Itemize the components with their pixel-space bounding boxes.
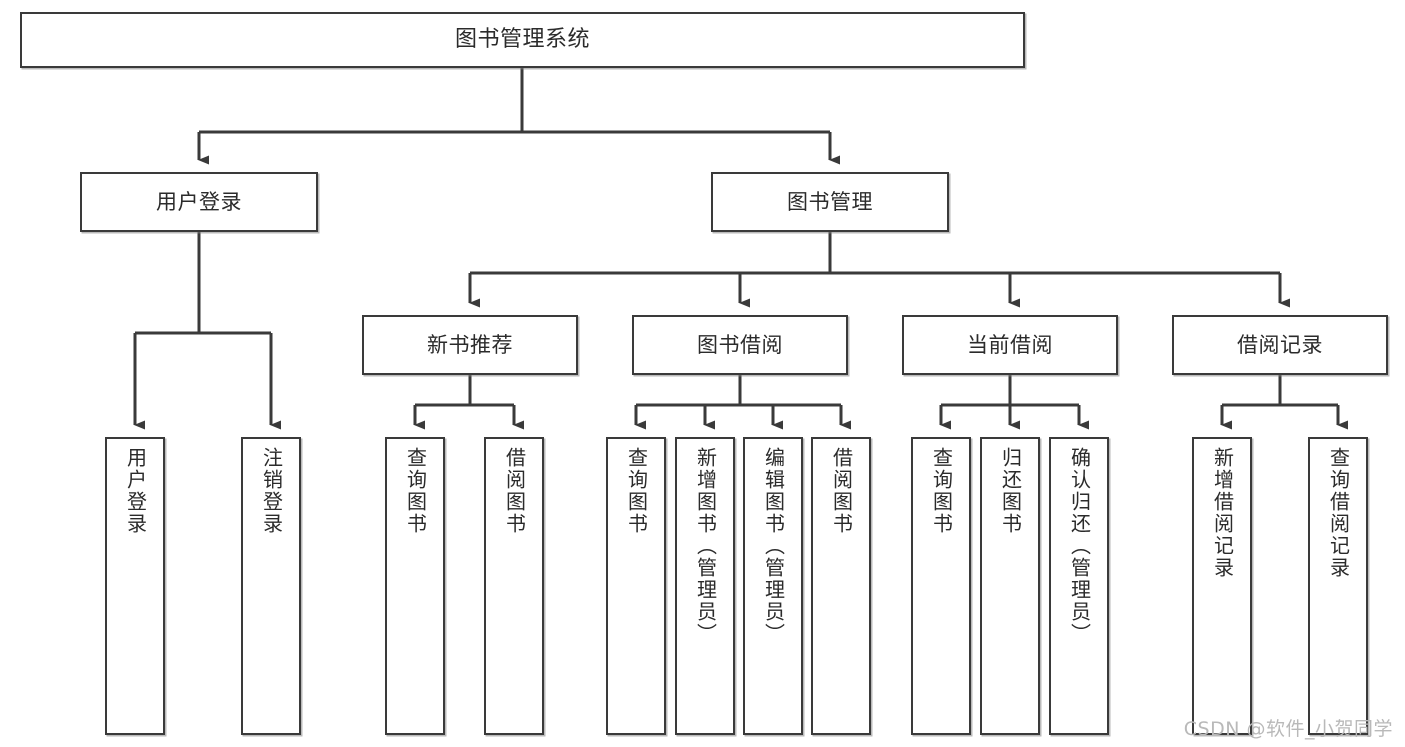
node-user-login[interactable]: 用户登录 bbox=[80, 172, 318, 232]
node-leaf-borrow-book-2[interactable]: 借阅图书 bbox=[811, 437, 871, 735]
node-leaf-borrow-book-2-label: 借阅图书 bbox=[829, 447, 854, 535]
node-leaf-query-book-2-label: 查询图书 bbox=[624, 447, 649, 535]
node-new-book-recommend[interactable]: 新书推荐 bbox=[362, 315, 578, 375]
node-leaf-query-book-1[interactable]: 查询图书 bbox=[385, 437, 445, 735]
node-root-label: 图书管理系统 bbox=[454, 27, 590, 53]
node-book-manage-label: 图书管理 bbox=[787, 189, 873, 214]
node-leaf-add-record[interactable]: 新增借阅记录 bbox=[1192, 437, 1252, 735]
node-leaf-add-book[interactable]: 新增图书（管理员） bbox=[675, 437, 735, 735]
node-book-manage[interactable]: 图书管理 bbox=[711, 172, 949, 232]
node-leaf-user-logout[interactable]: 注销登录 bbox=[241, 437, 301, 735]
node-leaf-query-book-1-label: 查询图书 bbox=[403, 447, 428, 535]
node-leaf-query-record[interactable]: 查询借阅记录 bbox=[1308, 437, 1368, 735]
node-borrow-record-label: 借阅记录 bbox=[1237, 332, 1323, 357]
node-borrow-record[interactable]: 借阅记录 bbox=[1172, 315, 1388, 375]
node-leaf-return-book-label: 归还图书 bbox=[998, 447, 1023, 535]
node-leaf-confirm-return-label: 确认归还（管理员） bbox=[1067, 447, 1092, 645]
node-leaf-confirm-return[interactable]: 确认归还（管理员） bbox=[1049, 437, 1109, 735]
node-root[interactable]: 图书管理系统 bbox=[20, 12, 1025, 68]
node-leaf-edit-book-label: 编辑图书（管理员） bbox=[761, 447, 786, 645]
node-leaf-query-record-label: 查询借阅记录 bbox=[1326, 447, 1351, 579]
node-leaf-return-book[interactable]: 归还图书 bbox=[980, 437, 1040, 735]
node-leaf-borrow-book-1-label: 借阅图书 bbox=[502, 447, 527, 535]
node-current-borrow[interactable]: 当前借阅 bbox=[902, 315, 1118, 375]
node-leaf-add-record-label: 新增借阅记录 bbox=[1210, 447, 1235, 579]
node-leaf-query-book-3[interactable]: 查询图书 bbox=[911, 437, 971, 735]
node-leaf-add-book-label: 新增图书（管理员） bbox=[693, 447, 718, 645]
node-leaf-user-logout-label: 注销登录 bbox=[259, 447, 284, 535]
node-leaf-user-login-label: 用户登录 bbox=[123, 447, 148, 535]
node-leaf-edit-book[interactable]: 编辑图书（管理员） bbox=[743, 437, 803, 735]
node-user-login-label: 用户登录 bbox=[156, 189, 242, 214]
node-new-book-recommend-label: 新书推荐 bbox=[427, 332, 513, 357]
node-leaf-query-book-2[interactable]: 查询图书 bbox=[606, 437, 666, 735]
node-book-borrow-label: 图书借阅 bbox=[697, 332, 783, 357]
node-leaf-query-book-3-label: 查询图书 bbox=[929, 447, 954, 535]
node-book-borrow[interactable]: 图书借阅 bbox=[632, 315, 848, 375]
node-leaf-borrow-book-1[interactable]: 借阅图书 bbox=[484, 437, 544, 735]
node-current-borrow-label: 当前借阅 bbox=[967, 332, 1053, 357]
node-leaf-user-login[interactable]: 用户登录 bbox=[105, 437, 165, 735]
watermark-text: CSDN @软件_小贺同学 bbox=[1183, 718, 1393, 740]
